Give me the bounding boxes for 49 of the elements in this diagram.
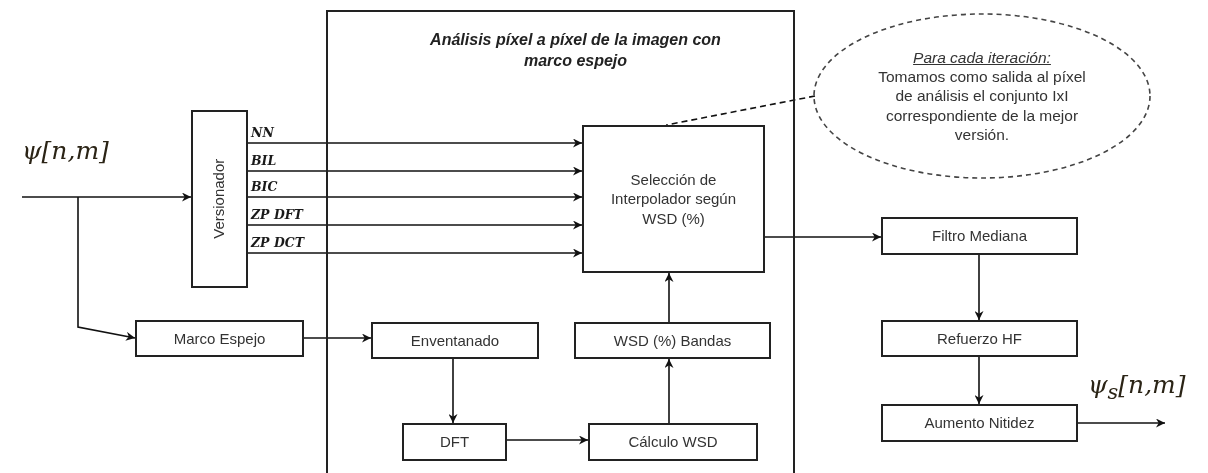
arrow bbox=[247, 248, 583, 258]
arrow bbox=[664, 272, 674, 323]
box-label: Refuerzo HF bbox=[937, 328, 1022, 349]
edge-label: NN bbox=[250, 127, 275, 140]
arrow bbox=[764, 232, 882, 242]
process-box bbox=[881, 404, 1078, 442]
process-box bbox=[881, 320, 1078, 357]
process-box bbox=[402, 423, 507, 461]
arrow bbox=[303, 333, 372, 343]
arrow bbox=[974, 356, 984, 405]
box-label: Filtro Mediana bbox=[931, 226, 1027, 246]
process-box bbox=[191, 110, 248, 288]
arrow bbox=[1077, 418, 1166, 428]
arrow bbox=[247, 192, 583, 202]
box-label: Cálculo WSD bbox=[628, 432, 718, 452]
box-label: Aumento Nitidez bbox=[924, 413, 1035, 433]
box-label: WSD (%) Bandas bbox=[613, 330, 732, 351]
arrow bbox=[247, 138, 583, 148]
note-ellipse bbox=[812, 12, 1152, 180]
box-label: Marco Espejo bbox=[173, 328, 266, 349]
edge-label: ZP DFT bbox=[250, 209, 304, 222]
process-box bbox=[588, 423, 758, 461]
box-label: Enventanado bbox=[410, 330, 500, 351]
edge-label: ZP DCT bbox=[250, 237, 305, 250]
group-title: Análisis píxel a píxel de la imagen con marco espejo bbox=[429, 30, 722, 71]
arrow bbox=[664, 358, 674, 424]
process-box bbox=[135, 320, 304, 357]
signal-label: ψ[n,m] bbox=[22, 138, 109, 163]
box-label: DFT bbox=[439, 432, 470, 452]
group-box bbox=[326, 10, 795, 473]
arrow bbox=[506, 435, 589, 445]
note-text: Tomamos como salida al píxel de análisis el conjunto IxI correspondiente de la mejor versión. bbox=[877, 66, 1087, 145]
arrow bbox=[247, 166, 583, 176]
arrow bbox=[77, 196, 136, 341]
process-box bbox=[582, 125, 765, 273]
process-box bbox=[574, 322, 771, 359]
leader-line bbox=[665, 95, 816, 126]
process-box bbox=[371, 322, 539, 359]
edge-label: BIC bbox=[250, 181, 279, 194]
arrow bbox=[448, 358, 458, 424]
edge-label: BIL bbox=[250, 155, 278, 168]
box-label: Selección de Interpolador según WSD (%) bbox=[609, 169, 738, 229]
process-box bbox=[881, 217, 1078, 255]
arrow bbox=[974, 254, 984, 321]
arrow bbox=[247, 220, 583, 230]
box-label: Versionador bbox=[209, 158, 229, 240]
note-heading: Para cada iteración: bbox=[913, 47, 1051, 67]
signal-label: ψ$_{s}$[n,m] bbox=[1088, 372, 1186, 403]
arrow bbox=[21, 192, 192, 202]
